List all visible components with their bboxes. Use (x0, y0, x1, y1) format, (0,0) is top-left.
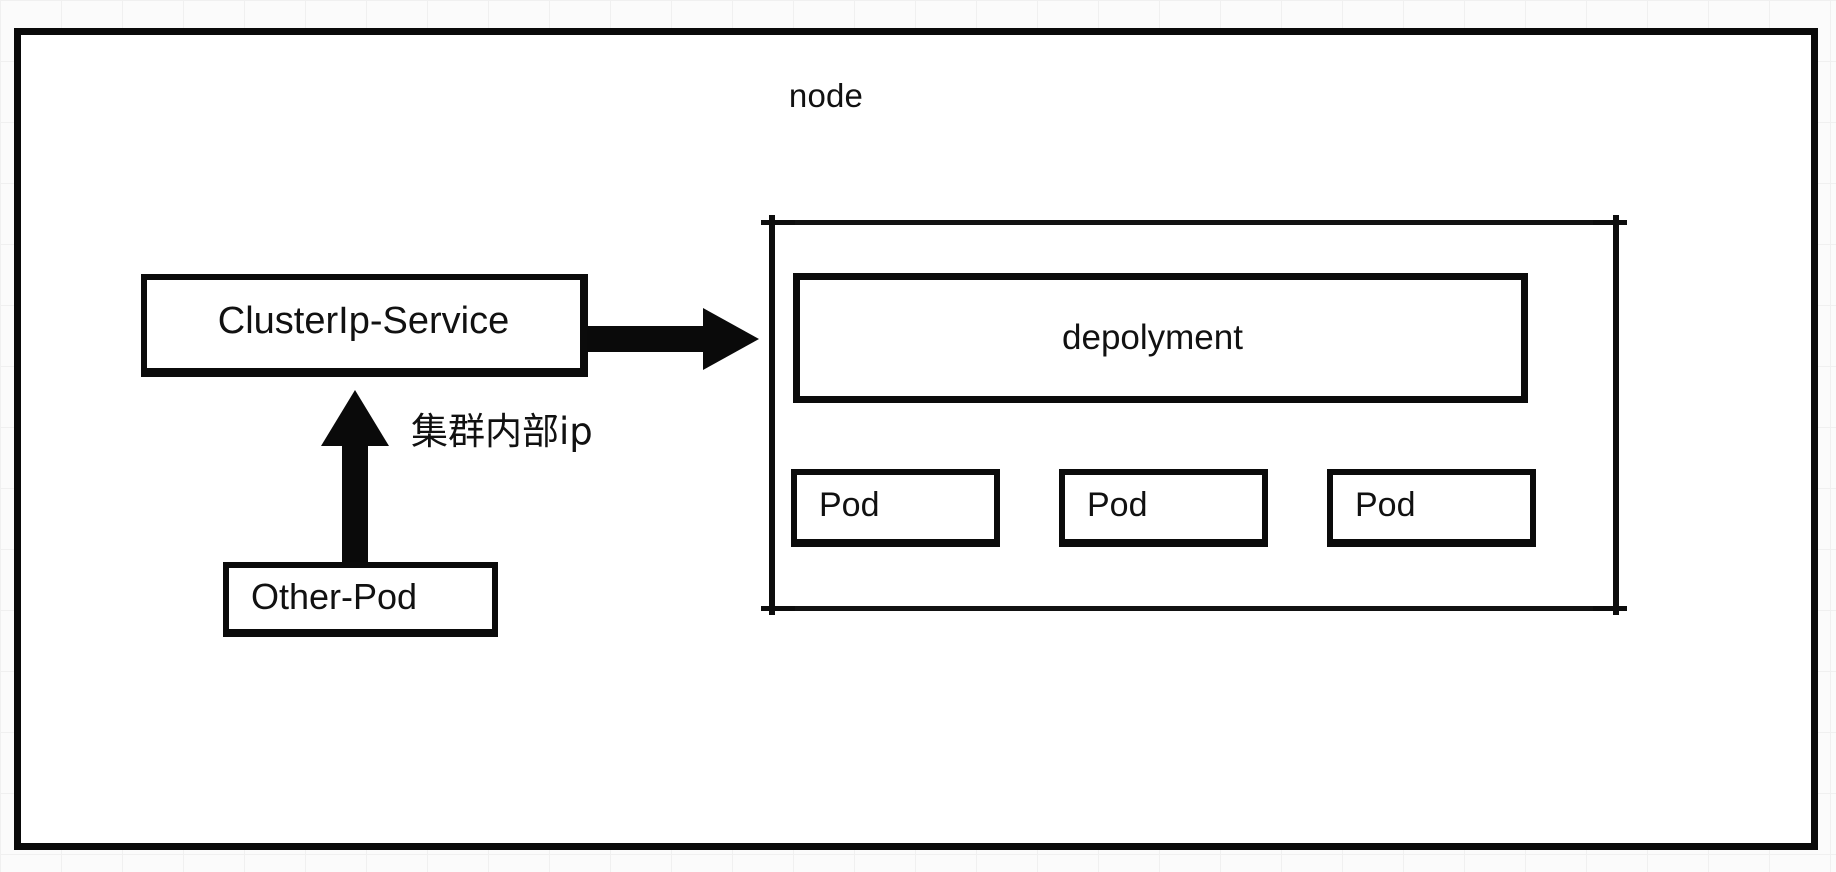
clusterip-service-label: ClusterIp-Service (217, 300, 510, 343)
arrow-right-head (703, 308, 759, 370)
clusterip-service-box[interactable]: ClusterIp-Service (141, 274, 588, 377)
bracket-left-line (769, 215, 775, 615)
internal-ip-annotation: 集群内部ip (411, 410, 593, 453)
deployment-group-bracket (761, 215, 1627, 615)
pod-box[interactable]: Pod (791, 469, 1000, 547)
other-pod-box[interactable]: Other-Pod (223, 562, 498, 637)
arrow-up-shaft (342, 438, 368, 566)
deployment-box[interactable]: depolyment (793, 273, 1528, 403)
bracket-bottom-line (771, 606, 1617, 611)
arrow-right-shaft (587, 326, 707, 352)
other-pod-label: Other-Pod (251, 576, 418, 618)
pod-label: Pod (1087, 486, 1148, 525)
arrow-up-icon (321, 390, 389, 566)
pod-label: Pod (1355, 486, 1416, 525)
pod-box[interactable]: Pod (1059, 469, 1268, 547)
pod-label: Pod (819, 486, 880, 525)
bracket-top-line (771, 220, 1617, 225)
bracket-tick-top-left (761, 220, 795, 225)
bracket-tick-top-right (1593, 220, 1627, 225)
bracket-tick-bottom-right (1593, 606, 1627, 611)
node-title: node (21, 77, 1811, 115)
arrow-right-icon (587, 308, 762, 370)
arrow-up-head (321, 390, 389, 446)
deployment-label: depolyment (1062, 317, 1243, 357)
node-title-text: node (788, 77, 864, 114)
bracket-tick-bottom-left (761, 606, 795, 611)
node-container: node ClusterIp-Service 集群内部ip Other-Pod (14, 28, 1818, 850)
bracket-right-line (1613, 215, 1619, 615)
pod-box[interactable]: Pod (1327, 469, 1536, 547)
